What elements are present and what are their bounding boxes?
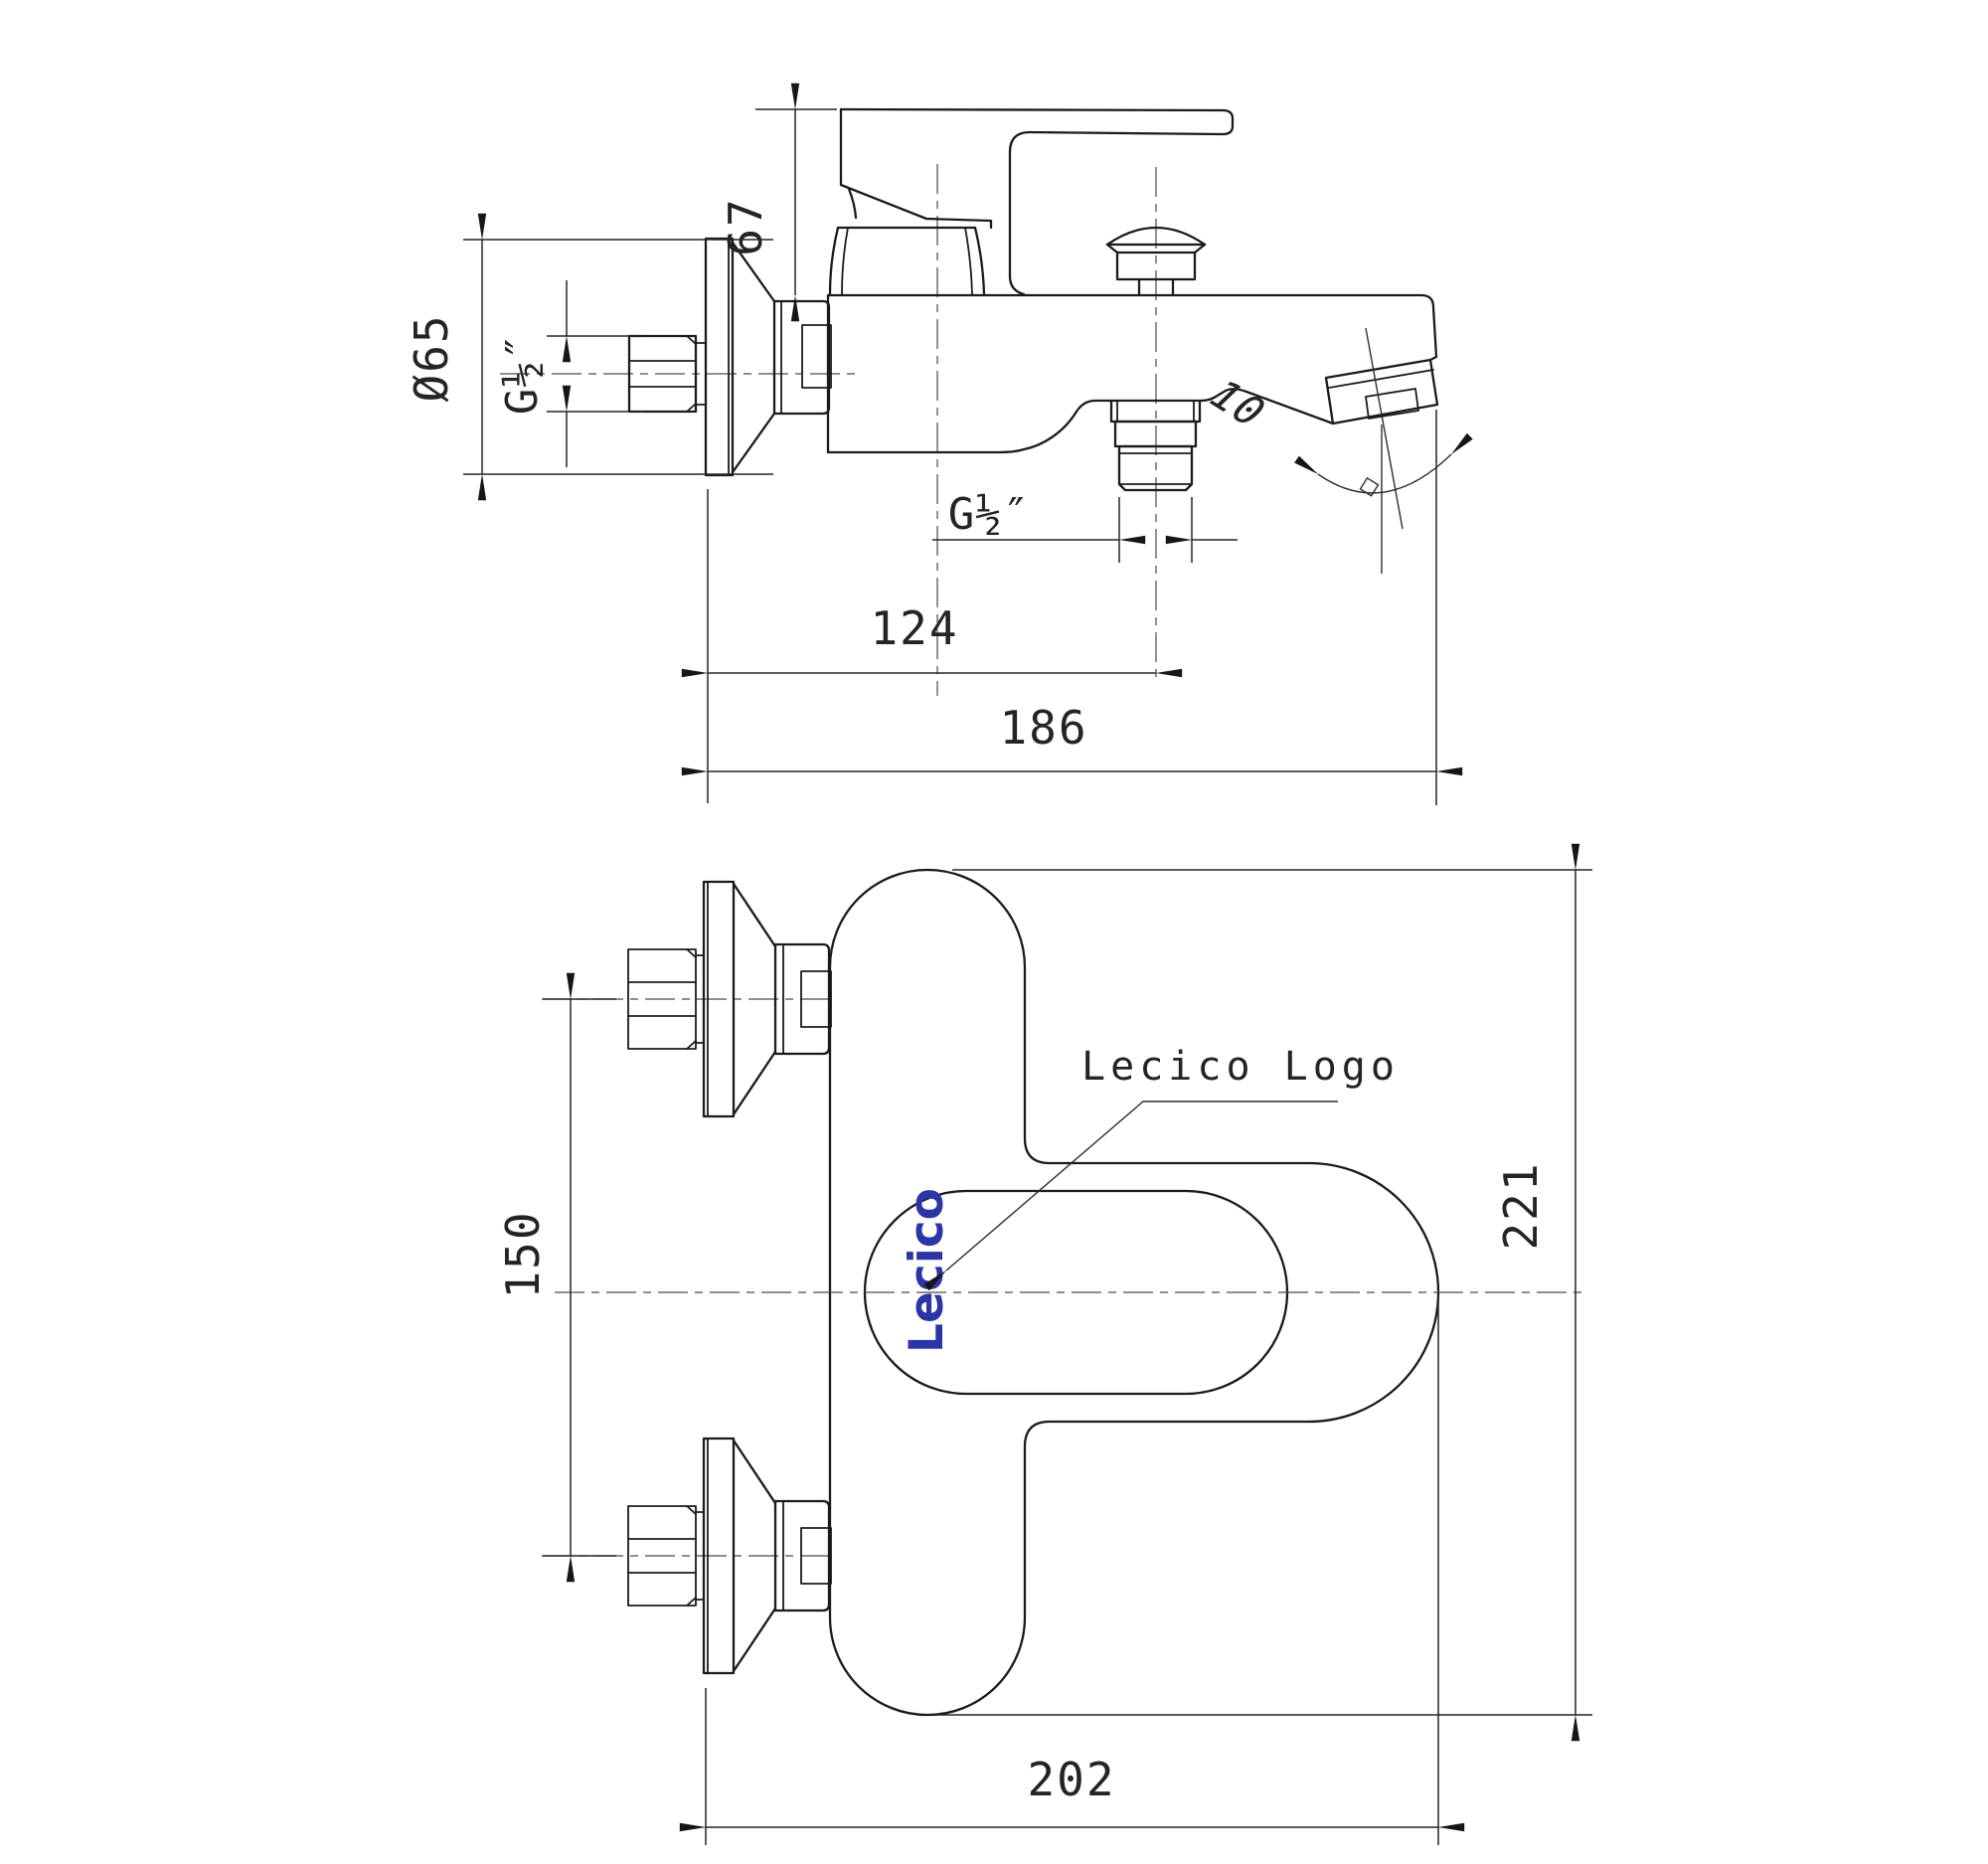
lecico-logo: Lecico — [900, 1188, 954, 1353]
diverter-knob — [1105, 226, 1207, 296]
dim-text-221: 221 — [1494, 1161, 1548, 1250]
dim-overall-height: 221 — [934, 843, 1592, 1742]
side-view: 67 Ø65 G½″ G½″ 124 — [405, 83, 1473, 805]
dim-wall-to-outlet: 124 — [681, 489, 1183, 803]
dim-text-67: 67 — [719, 197, 772, 255]
dim-overall-width: 202 — [679, 1294, 1465, 1845]
cartridge-collar — [828, 226, 986, 296]
dim-inlet-thread: G½″ — [497, 280, 643, 467]
dim-text-150: 150 — [496, 1210, 550, 1298]
dim-text-202: 202 — [1027, 1753, 1115, 1806]
wall-escutcheon-side — [704, 237, 832, 477]
front-view: Lecico Lecico Logo 150 221 202 — [496, 843, 1592, 1845]
logo-callout: Lecico Logo — [923, 1044, 1400, 1291]
dim-escutcheon-diameter: Ø65 — [405, 213, 773, 501]
inlet-nipple — [627, 334, 707, 414]
lever-handle — [839, 107, 1235, 296]
body-recess-pill — [863, 1189, 1289, 1396]
dim-text-g12-inlet: G½″ — [497, 333, 548, 415]
dim-handle-height: 67 — [719, 83, 837, 322]
logo-callout-text: Lecico Logo — [1081, 1044, 1400, 1090]
dim-text-124: 124 — [870, 601, 958, 655]
dim-wall-to-spout: 186 — [681, 410, 1463, 805]
shower-outlet — [1109, 399, 1202, 492]
degree-mark-icon — [1359, 476, 1380, 497]
dim-outlet-thread: G½″ — [932, 489, 1238, 563]
dim-text-g12-outlet: G½″ — [948, 489, 1030, 540]
faucet-body-side — [826, 293, 1438, 454]
dim-text-dia65: Ø65 — [405, 313, 458, 402]
dim-inlet-centres: 150 — [496, 972, 616, 1583]
spout-aerator-cap — [1324, 358, 1439, 425]
dim-text-186: 186 — [999, 701, 1087, 755]
